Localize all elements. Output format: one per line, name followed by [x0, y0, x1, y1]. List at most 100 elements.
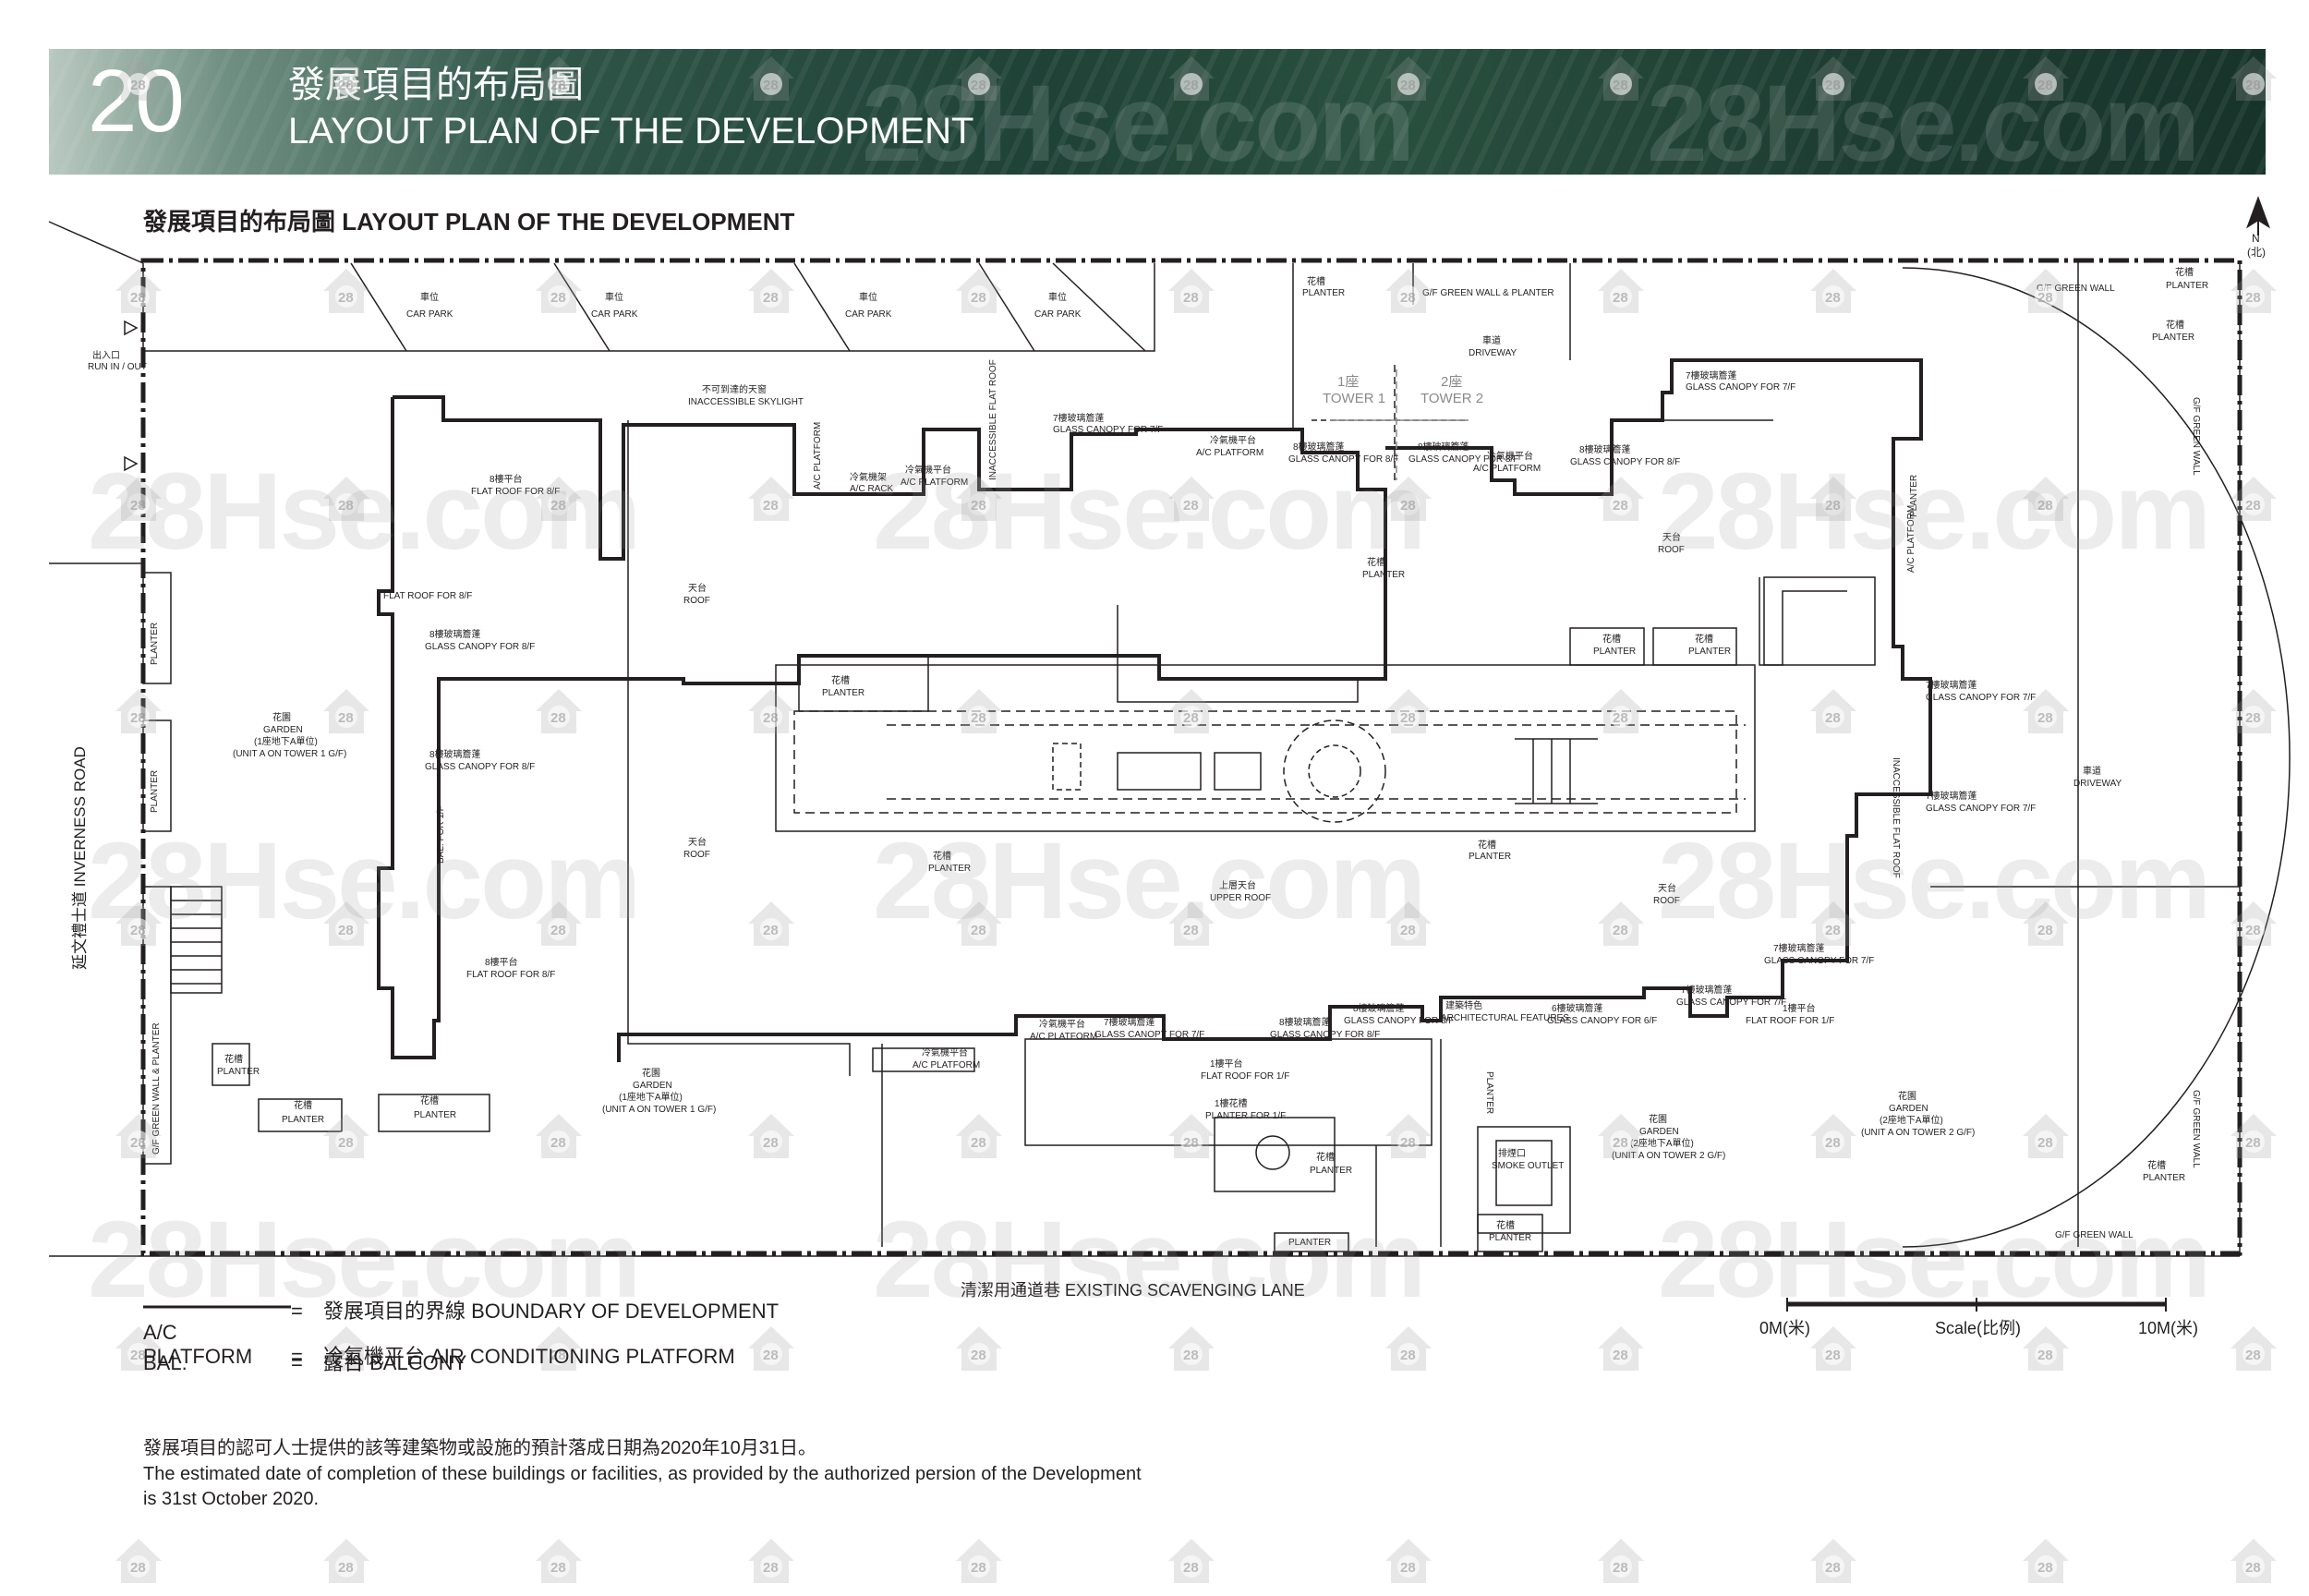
watermark-badge-icon: 28: [536, 689, 582, 733]
svg-text:28: 28: [1183, 923, 1199, 938]
svg-text:28: 28: [130, 923, 146, 938]
svg-text:28: 28: [1400, 498, 1416, 514]
watermark-badge-icon: 28: [1810, 477, 1856, 521]
svg-text:28: 28: [1825, 1348, 1841, 1363]
svg-text:28: 28: [2037, 710, 2053, 726]
watermark-badge-icon: 28: [1168, 901, 1215, 946]
svg-text:(UNIT A ON TOWER 1 G/F): (UNIT A ON TOWER 1 G/F): [233, 749, 346, 759]
svg-text:28: 28: [1825, 1560, 1841, 1576]
svg-text:花槽: 花槽: [1496, 1219, 1515, 1231]
svg-text:花槽: 花槽: [2166, 319, 2184, 331]
watermark-badge-icon: 28: [2230, 901, 2277, 946]
svg-text:28: 28: [763, 78, 779, 93]
watermark-text: 28Hse.com: [1658, 1199, 2211, 1321]
svg-text:28: 28: [1183, 710, 1199, 726]
svg-text:28: 28: [971, 290, 986, 306]
watermark-badge-icon: 28: [2023, 1539, 2069, 1583]
svg-text:PLANTER: PLANTER: [282, 1115, 324, 1125]
svg-text:28: 28: [1400, 78, 1416, 93]
svg-text:28: 28: [550, 1348, 566, 1363]
watermark-badge-icon: 28: [1385, 269, 1432, 313]
svg-text:28: 28: [1825, 710, 1841, 726]
south-structures: [872, 1038, 1571, 1252]
svg-text:28: 28: [1613, 290, 1628, 306]
watermark-text: 28Hse.com: [1658, 451, 2211, 573]
watermark-badge-icon: 28: [1168, 56, 1215, 101]
svg-text:A/C PLATFORM: A/C PLATFORM: [913, 1060, 980, 1070]
svg-text:上層天台: 上層天台: [1219, 879, 1256, 891]
watermark-badge-icon: 28: [956, 56, 1002, 101]
watermark-badge-icon: 28: [748, 269, 794, 313]
svg-text:28: 28: [130, 290, 146, 306]
svg-text:28: 28: [2037, 1348, 2053, 1363]
svg-text:28: 28: [1400, 1560, 1416, 1576]
watermark-badge-icon: 28: [2230, 269, 2277, 313]
svg-text:8樓平台: 8樓平台: [485, 956, 518, 968]
svg-text:28: 28: [338, 1560, 354, 1576]
watermark-badge-icon: 28: [1810, 269, 1856, 313]
watermark-text: 28Hse.com: [862, 63, 1415, 175]
svg-text:DRIVEWAY: DRIVEWAY: [1469, 348, 1517, 358]
section-title: 發展項目的布局圖 LAYOUT PLAN OF THE DEVELOPMENT: [143, 208, 795, 236]
watermark-badge-icon: 28: [1598, 901, 1644, 946]
svg-text:車道: 車道: [1482, 334, 1501, 346]
svg-text:GLASS CANOPY FOR 8/F: GLASS CANOPY FOR 8/F: [1270, 1030, 1380, 1040]
scale-end-label: 10M(米): [2138, 1319, 2199, 1337]
svg-text:GARDEN: GARDEN: [1889, 1104, 1928, 1114]
svg-text:冷氣機平台: 冷氣機平台: [922, 1046, 968, 1058]
svg-text:28: 28: [2245, 1348, 2261, 1363]
svg-text:花園: 花園: [642, 1067, 660, 1079]
watermark-badge-icon: 28: [956, 477, 1002, 521]
svg-text:8樓玻璃簷蓬: 8樓玻璃簷蓬: [1579, 443, 1631, 455]
watermark-badge-icon: 28: [1168, 1326, 1215, 1371]
svg-text:SMOKE OUTLET: SMOKE OUTLET: [1492, 1161, 1564, 1171]
svg-text:28: 28: [338, 498, 354, 514]
svg-text:花園: 花園: [1898, 1090, 1916, 1102]
svg-text:花槽: 花槽: [420, 1094, 439, 1106]
svg-text:28: 28: [763, 710, 779, 726]
legend-key: BAL.: [143, 1351, 187, 1374]
svg-text:花槽: 花槽: [1307, 275, 1325, 287]
svg-text:28: 28: [338, 1135, 354, 1151]
svg-text:天台: 天台: [688, 836, 707, 848]
svg-text:A/C PLATFORM: A/C PLATFORM: [1030, 1032, 1097, 1042]
svg-text:28: 28: [1400, 1135, 1416, 1151]
svg-text:PLANTER: PLANTER: [1469, 852, 1511, 862]
legend-row-ac-platform: A/C PLATFORM=冷氣機平台 AIR CONDITIONING PLAT…: [143, 1321, 735, 1370]
legend-key: A/C PLATFORM: [143, 1321, 253, 1368]
svg-text:7樓玻璃簷蓬: 7樓玻璃簷蓬: [1104, 1016, 1155, 1028]
svg-text:A/C RACK: A/C RACK: [850, 484, 894, 494]
svg-text:28: 28: [763, 1560, 779, 1576]
svg-text:出入口: 出入口: [92, 349, 120, 361]
svg-text:28: 28: [550, 290, 566, 306]
east-driveway: [1292, 259, 2291, 1248]
watermark-badge-icon: 28: [2023, 1326, 2069, 1371]
completion-note-en: The estimated date of completion of thes…: [143, 1464, 1142, 1509]
svg-text:FLAT ROOF FOR 8/F: FLAT ROOF FOR 8/F: [383, 591, 472, 601]
svg-text:花槽: 花槽: [224, 1053, 243, 1065]
svg-text:天台: 天台: [1662, 531, 1681, 543]
watermark-badge-icon: 28: [115, 56, 162, 101]
svg-text:28: 28: [550, 1135, 566, 1151]
svg-text:G/F GREEN WALL: G/F GREEN WALL: [2037, 284, 2115, 294]
svg-text:冷氣機架: 冷氣機架: [850, 471, 887, 483]
watermark-badge-icon: 28: [1168, 1539, 1215, 1583]
legend-row-boundary: =發展項目的界線 BOUNDARY OF DEVELOPMENT: [143, 1295, 779, 1324]
svg-text:1樓平台: 1樓平台: [1783, 1002, 1816, 1014]
svg-text:ARCHITECTURAL FEATURES: ARCHITECTURAL FEATURES: [1441, 1013, 1569, 1023]
svg-text:28: 28: [1825, 498, 1841, 514]
watermark-badge-icon: 28: [115, 477, 162, 521]
svg-text:28: 28: [1183, 1135, 1199, 1151]
watermark-badge-icon: 28: [1598, 269, 1644, 313]
watermark-badge-icon: 28: [748, 901, 794, 946]
svg-text:冷氣機平台: 冷氣機平台: [1210, 434, 1256, 446]
watermark-badge-icon: 28: [748, 1326, 794, 1371]
svg-text:8樓玻璃簷蓬: 8樓玻璃簷蓬: [429, 748, 481, 760]
completion-note-zh: 發展項目的認可人士提供的該等建築物或設施的預計落成日期為2020年10月31日。: [143, 1438, 816, 1458]
svg-text:PLANTER: PLANTER: [1362, 570, 1405, 580]
svg-text:28: 28: [2245, 1135, 2261, 1151]
svg-text:8樓玻璃簷蓬: 8樓玻璃簷蓬: [1293, 441, 1345, 453]
north-label-zh: (北): [2247, 246, 2266, 259]
legend-text: 發展項目的界線 BOUNDARY OF DEVELOPMENT: [323, 1300, 780, 1323]
svg-text:車位: 車位: [605, 291, 623, 303]
